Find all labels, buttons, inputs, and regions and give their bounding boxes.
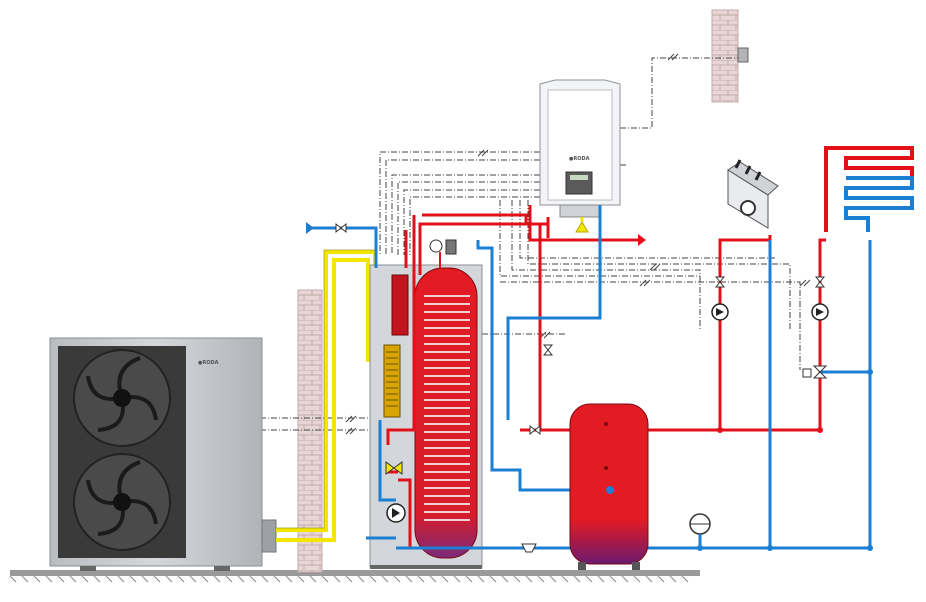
wire-break-marks (345, 53, 811, 435)
refrigerant-lines (276, 250, 385, 542)
plate-heat-exchanger (383, 274, 409, 418)
check-valve-icon (335, 222, 826, 436)
ground (9, 570, 700, 583)
return-water-pipes (310, 205, 872, 550)
pressure-gauge-icon (429, 239, 457, 268)
boiler-logo: ●RODA (569, 156, 590, 162)
mixing-valve (802, 365, 828, 379)
fan-coil (727, 159, 779, 229)
underfloor-heating-loop (824, 146, 914, 232)
gas-flame-icon (575, 221, 589, 233)
pump-icon (386, 303, 829, 523)
outdoor-heat-pump: ●RODA (49, 337, 277, 571)
hot-outlet-arrow-icon (638, 234, 646, 246)
pipe-junctions (606, 369, 873, 551)
heating-coil (424, 295, 470, 521)
heat-pump-logo: ●RODA (198, 360, 219, 366)
dhw-cylinder (414, 267, 478, 559)
diverter-valve-icon (385, 461, 403, 475)
upper-wall (711, 9, 739, 103)
outdoor-temperature-sensor (737, 47, 749, 63)
filter-icon (521, 543, 537, 553)
buffer-tank (569, 403, 649, 570)
wall-boiler: ●RODA (539, 79, 621, 233)
expansion-vessel (689, 513, 711, 548)
hot-water-pipes (386, 205, 826, 550)
outer-wall (297, 289, 323, 573)
cold-inlet-arrow-icon (306, 222, 314, 234)
